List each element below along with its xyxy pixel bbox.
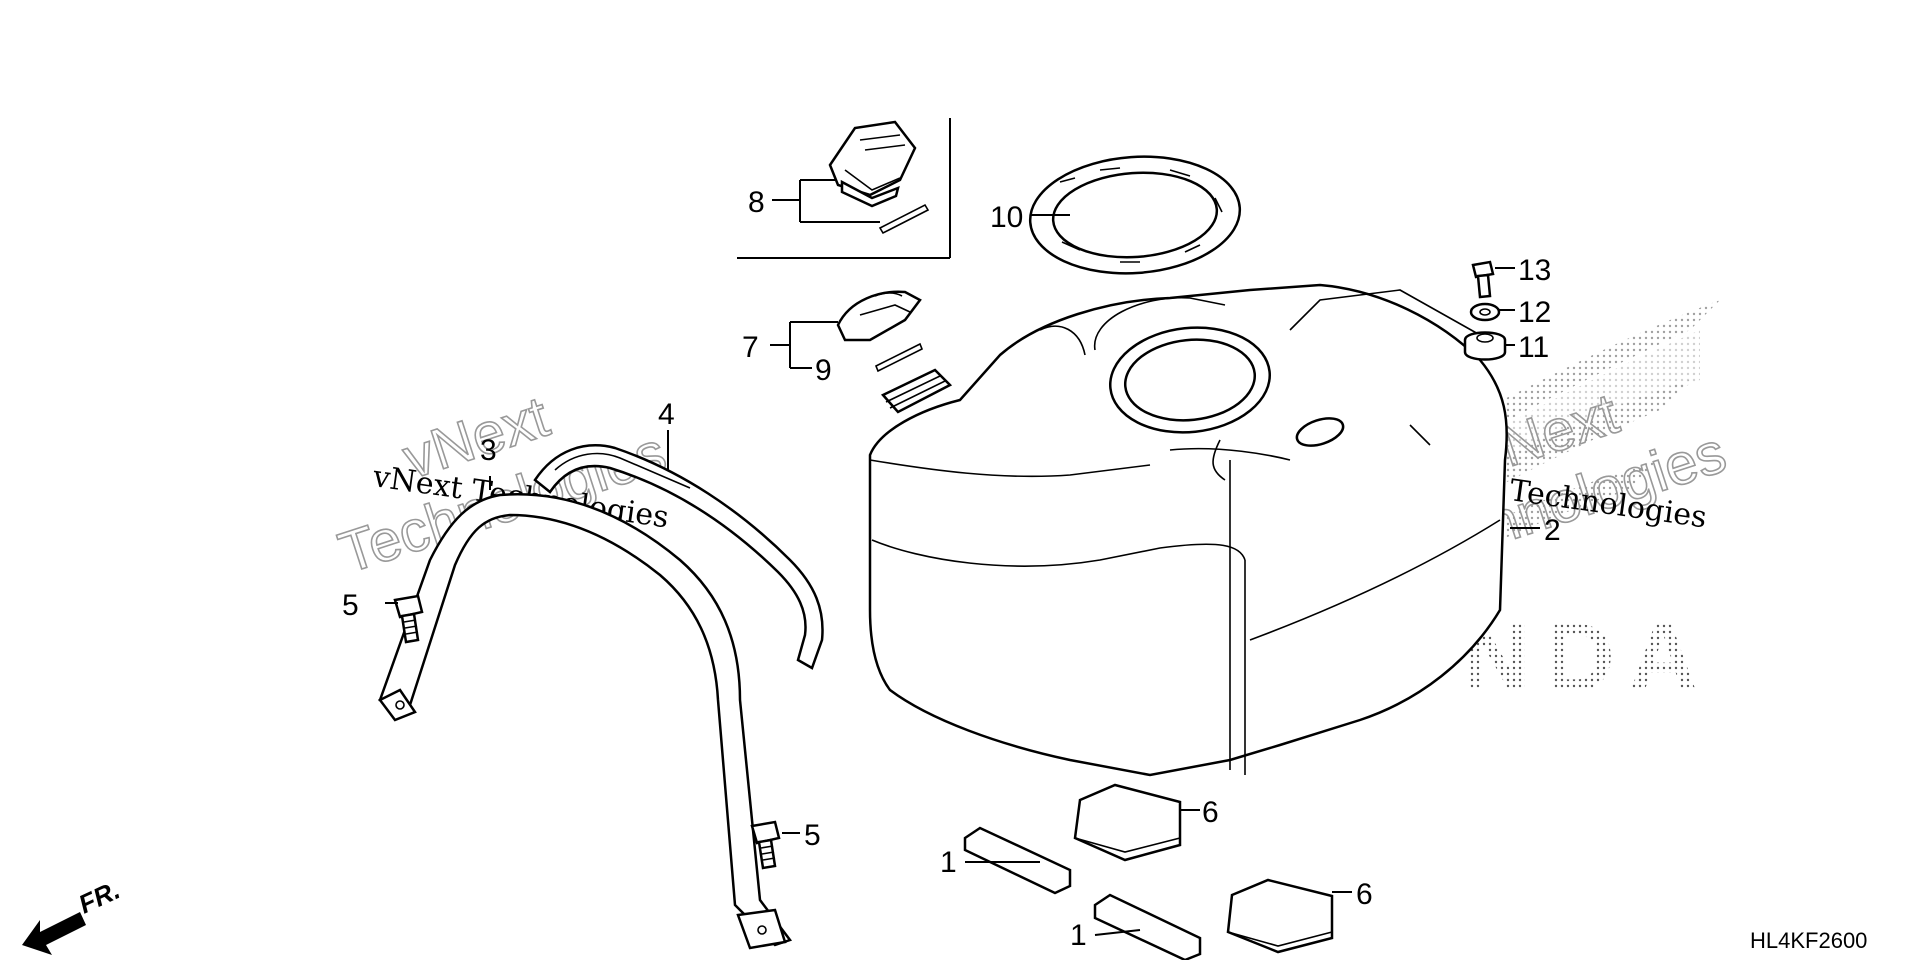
front-arrow-icon: FR. xyxy=(22,875,125,955)
inset-box xyxy=(737,118,951,259)
callout-4: 4 xyxy=(658,398,675,431)
callout-9: 9 xyxy=(815,354,832,387)
retainer-ring-part-10 xyxy=(1028,155,1242,275)
callout-6-lower: 6 xyxy=(1356,878,1373,911)
rubber-strip-part-1-upper xyxy=(963,826,1072,895)
diagram-code: HL4KF2600 xyxy=(1750,928,1867,953)
fuel-tank-part-2 xyxy=(868,283,1508,777)
fuel-cap-part-7 xyxy=(836,290,922,342)
callout-1-lower: 1 xyxy=(1070,919,1087,952)
front-marker-label: FR. xyxy=(74,875,125,920)
bolt-part-5-lower xyxy=(750,820,781,870)
tank-strap-part-4 xyxy=(533,444,824,670)
callout-7: 7 xyxy=(742,331,759,364)
cushion-pad-part-6-upper xyxy=(1073,783,1182,862)
callout-1-upper: 1 xyxy=(940,846,957,879)
callout-8: 8 xyxy=(748,186,765,219)
grommet-part-11 xyxy=(1463,331,1507,361)
leader-lines xyxy=(385,179,1540,936)
callout-12: 12 xyxy=(1518,296,1551,329)
tank-strap-part-3 xyxy=(378,493,793,950)
callout-13: 13 xyxy=(1518,254,1551,287)
callout-6-upper: 6 xyxy=(1202,796,1219,829)
cushion-pad-part-6-lower xyxy=(1226,878,1334,954)
washer-part-12 xyxy=(1469,302,1501,322)
callout-2: 2 xyxy=(1544,514,1561,547)
callout-5-lower: 5 xyxy=(804,819,821,852)
bolt-part-5-upper xyxy=(393,594,424,644)
rubber-strip-part-1-lower xyxy=(1093,893,1202,960)
callout-10: 10 xyxy=(990,201,1023,234)
callout-5-upper: 5 xyxy=(342,589,359,622)
fuel-cap-part-8 xyxy=(828,120,930,235)
callout-3: 3 xyxy=(480,434,497,467)
callout-11: 11 xyxy=(1518,331,1549,364)
gasket-part-9 xyxy=(874,342,924,373)
bolt-part-13 xyxy=(1471,260,1495,299)
